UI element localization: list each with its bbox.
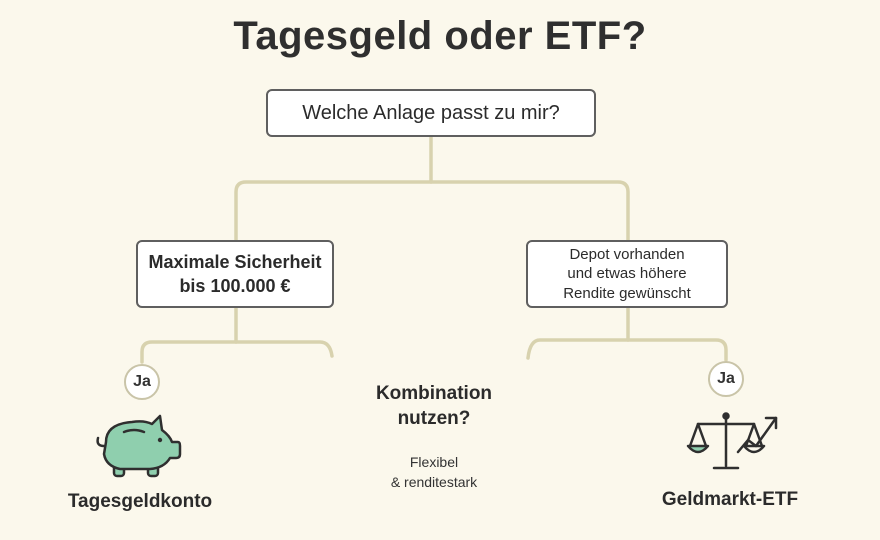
root-question-node: Welche Anlage passt zu mir? — [266, 89, 596, 137]
root-branch-line — [234, 180, 630, 242]
combination-question-line-2: nutzen? — [397, 407, 471, 429]
safety-condition-line-2: bis 100.000 € — [179, 276, 291, 296]
combination-question-line-1: Kombination — [375, 383, 493, 404]
combination-note-line-2: & renditestark — [390, 474, 478, 491]
depot-condition-line-1: Depot vorhanden — [569, 245, 685, 263]
depot-condition-line-2: und etwas höhere — [567, 265, 687, 283]
combination-note: Flexibel & renditestark — [334, 452, 534, 493]
left-branch-line — [140, 340, 334, 364]
right-branch-line — [526, 338, 728, 362]
outcome-geldmarkt-etf: Geldmarkt-ETF — [661, 489, 799, 510]
safety-condition-line-1: Maximale Sicherheit — [148, 251, 322, 272]
depot-condition-line-3: Rendite gewünscht — [563, 284, 691, 302]
outcome-tagesgeldkonto: Tagesgeldkonto — [67, 491, 213, 512]
depot-condition-node: Depot vorhanden und etwas höhere Rendite… — [526, 240, 728, 308]
combination-note-line-1: Flexibel — [409, 454, 459, 470]
yes-badge-right: Ja — [708, 361, 744, 397]
safety-condition-node: Maximale Sicherheit bis 100.000 € — [136, 240, 334, 308]
yes-badge-left: Ja — [124, 364, 160, 400]
piggy-bank-icon — [96, 414, 182, 478]
page-title: Tagesgeld oder ETF? — [233, 14, 647, 58]
combination-question: Kombination nutzen? — [334, 382, 534, 431]
scale-growth-icon — [686, 412, 778, 470]
root-question-label: Welche Anlage passt zu mir? — [302, 101, 560, 124]
